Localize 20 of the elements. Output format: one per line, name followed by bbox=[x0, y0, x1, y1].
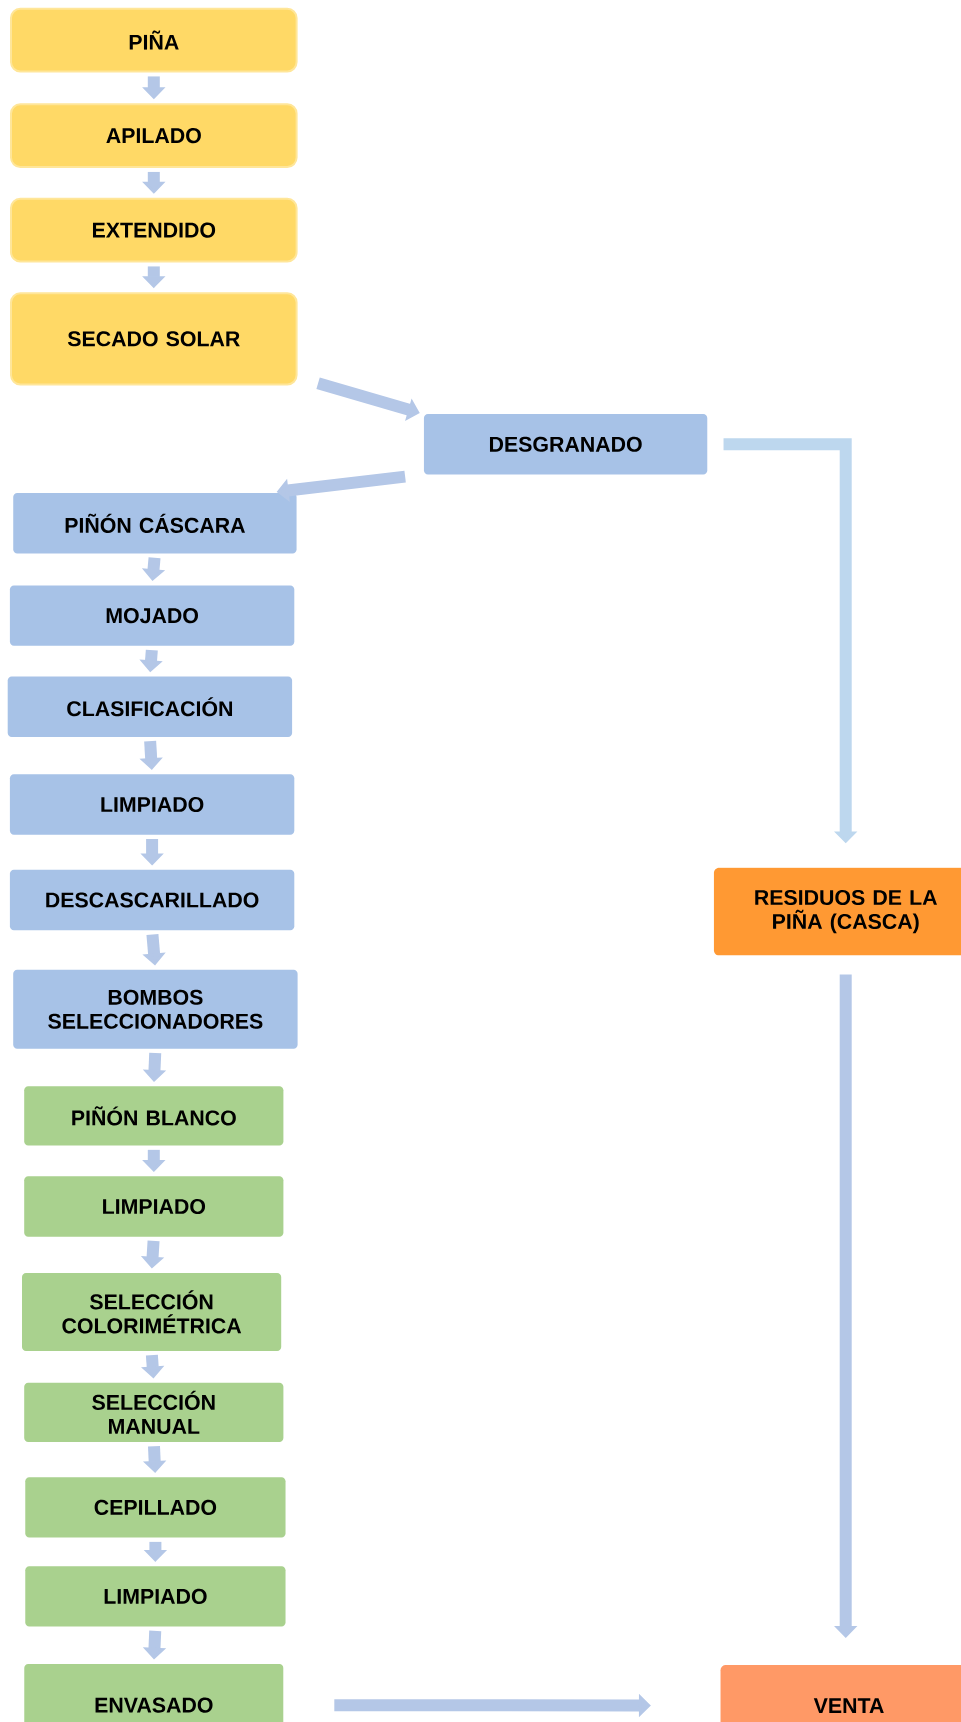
process-box: MOJADO bbox=[9, 585, 295, 646]
process-box: CEPILLADO bbox=[25, 1477, 286, 1538]
process-box: DESCASCARILLADO bbox=[9, 869, 295, 931]
process-box: VENTA bbox=[720, 1664, 961, 1722]
process-box: SELECCIÓN COLORIMÉTRICA bbox=[22, 1272, 282, 1351]
process-box: PIÑA bbox=[10, 7, 298, 73]
process-box: CLASIFICACIÓN bbox=[7, 676, 293, 737]
process-box: LIMPIADO bbox=[25, 1566, 286, 1627]
process-box: EXTENDIDO bbox=[10, 197, 298, 263]
process-box: SELECCIÓN MANUAL bbox=[24, 1382, 284, 1443]
process-box: SECADO SOLAR bbox=[10, 292, 298, 386]
process-box: LIMPIADO bbox=[9, 774, 295, 835]
process-box: APILADO bbox=[10, 103, 298, 168]
process-box: PIÑÓN BLANCO bbox=[24, 1086, 284, 1146]
process-box: ENVASADO bbox=[24, 1663, 284, 1722]
process-box: RESIDUOS DE LA PIÑA (CASCA) bbox=[713, 867, 961, 956]
process-box: PIÑÓN CÁSCARA bbox=[13, 493, 297, 554]
process-box: LIMPIADO bbox=[24, 1176, 284, 1237]
process-box: BOMBOS SELECCIONADORES bbox=[13, 969, 298, 1049]
process-box: DESGRANADO bbox=[423, 414, 708, 475]
